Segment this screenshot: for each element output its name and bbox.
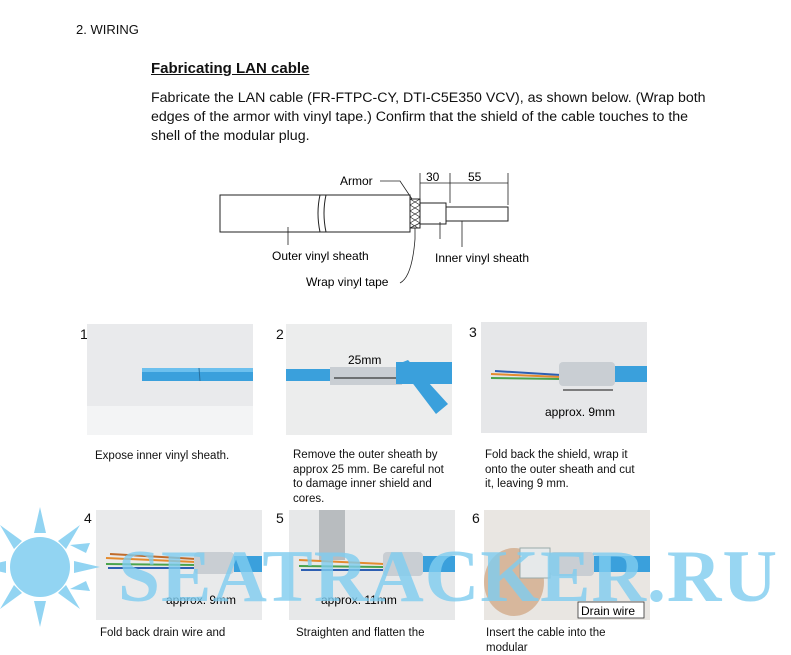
cable-diagram: 30 55 Armor Outer vinyl sheath Inner vin… (219, 170, 529, 289)
outer-sheath-shape (219, 194, 411, 233)
armor-hatch (409, 198, 421, 229)
step-1-photo (87, 324, 253, 435)
wrap-vinyl-tape-label: Wrap vinyl tape (306, 275, 389, 289)
step-5-caption: Straighten and flatten the (296, 627, 425, 639)
step-6-number: 6 (472, 510, 480, 526)
step-2-number: 2 (276, 326, 284, 342)
inner-sheath-shape (445, 206, 509, 222)
sheath-break-mark (317, 194, 327, 233)
step-4-measure-label: approx. 9mm (166, 593, 236, 607)
step-5-number: 5 (276, 510, 284, 526)
document-title: Fabricating LAN cable (151, 60, 310, 77)
armor-label: Armor (340, 174, 373, 188)
step-6-photo: Drain wire (484, 510, 650, 620)
step-4-caption: Fold back drain wire and (100, 627, 226, 639)
step-4-photo: approx. 9mm (96, 510, 262, 620)
section-heading: 2. WIRING (76, 22, 139, 37)
step-4-number: 4 (84, 510, 92, 526)
dimension-55-label: 55 (468, 170, 482, 184)
step-3-measure-label: approx. 9mm (545, 405, 615, 419)
step-5-photo: approx. 11mm (289, 510, 455, 620)
step-6-drain-wire-label: Drain wire (581, 604, 635, 618)
step-2-measure-label: 25mm (348, 353, 381, 367)
step-1-number: 1 (80, 326, 88, 342)
step-3-photo: approx. 9mm (481, 322, 647, 433)
step-2-photo: 25mm (286, 324, 452, 435)
shield-shape (419, 202, 447, 225)
step-5-measure-label: approx. 11mm (321, 593, 397, 607)
intro-paragraph: Fabricate the LAN cable (FR-FTPC-CY, DTI… (151, 90, 706, 144)
inner-vinyl-sheath-label: Inner vinyl sheath (435, 251, 529, 265)
step-3-caption: Fold back the shield, wrap it onto the o… (485, 449, 635, 490)
outer-vinyl-sheath-label: Outer vinyl sheath (272, 249, 369, 263)
step-6-caption: Insert the cable into the modular (486, 627, 606, 654)
step-3-number: 3 (469, 324, 477, 340)
step-1-caption: Expose inner vinyl sheath. (95, 450, 230, 462)
step-2-caption: Remove the outer sheath by approx 25 mm.… (293, 449, 444, 505)
dimension-30-label: 30 (426, 170, 440, 184)
